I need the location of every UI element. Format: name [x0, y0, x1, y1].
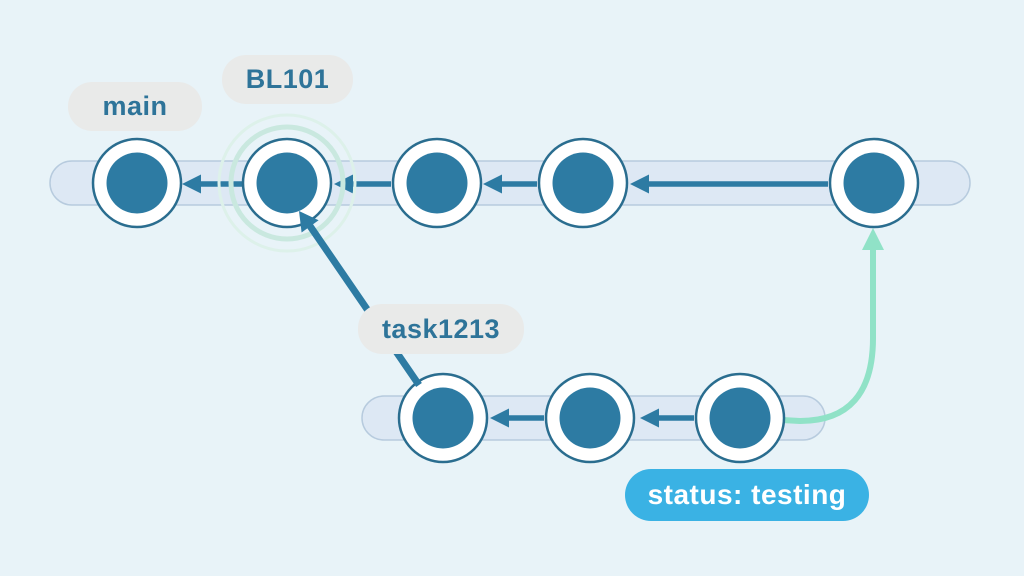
commit-node-task-2 — [544, 372, 636, 464]
commit-dot — [106, 152, 168, 214]
commit-node-task-1 — [397, 372, 489, 464]
merge-arrow — [779, 228, 884, 425]
commit-node-main-3 — [391, 137, 483, 229]
commit-node-task-3 — [694, 372, 786, 464]
halo-ring — [217, 113, 357, 253]
branch-fork-arrow — [299, 211, 422, 387]
fork-arrowhead-icon — [299, 211, 319, 233]
arrowhead-icon — [483, 174, 502, 194]
arrowhead-icon — [182, 174, 201, 194]
status-badge: status: testing — [625, 469, 869, 521]
bl101-tag-label: BL101 — [222, 55, 353, 104]
commit-dot — [406, 152, 468, 214]
commit-arrow — [640, 408, 694, 428]
arrowhead-icon — [630, 174, 649, 194]
commit-dot — [412, 387, 474, 449]
main-branch-commits — [91, 137, 920, 229]
commit-node-main-4 — [537, 137, 629, 229]
commit-dot — [552, 152, 614, 214]
commit-arrow — [483, 174, 537, 194]
fork-arrow-line — [307, 224, 422, 387]
commit-dot — [709, 387, 771, 449]
task-branch-label: task1213 — [358, 304, 524, 354]
halo-ring — [228, 124, 346, 242]
task-branch-commits — [397, 372, 786, 464]
commit-node-main-1 — [91, 137, 183, 229]
commit-arrow — [630, 174, 828, 194]
merge-arrow-curve — [779, 245, 876, 425]
merge-arrowhead-icon — [862, 228, 884, 250]
highlight-halo — [217, 113, 357, 253]
task-branch-arrows — [490, 408, 694, 428]
commit-node-main-2 — [241, 137, 333, 229]
commit-dot — [559, 387, 621, 449]
main-branch-label: main — [68, 82, 202, 131]
commit-node-main-5 — [828, 137, 920, 229]
commit-arrow — [182, 174, 243, 194]
commit-dot — [256, 152, 318, 214]
arrowhead-icon — [640, 408, 659, 428]
commit-dot — [843, 152, 905, 214]
commit-arrow — [490, 408, 544, 428]
arrowhead-icon — [490, 408, 509, 428]
